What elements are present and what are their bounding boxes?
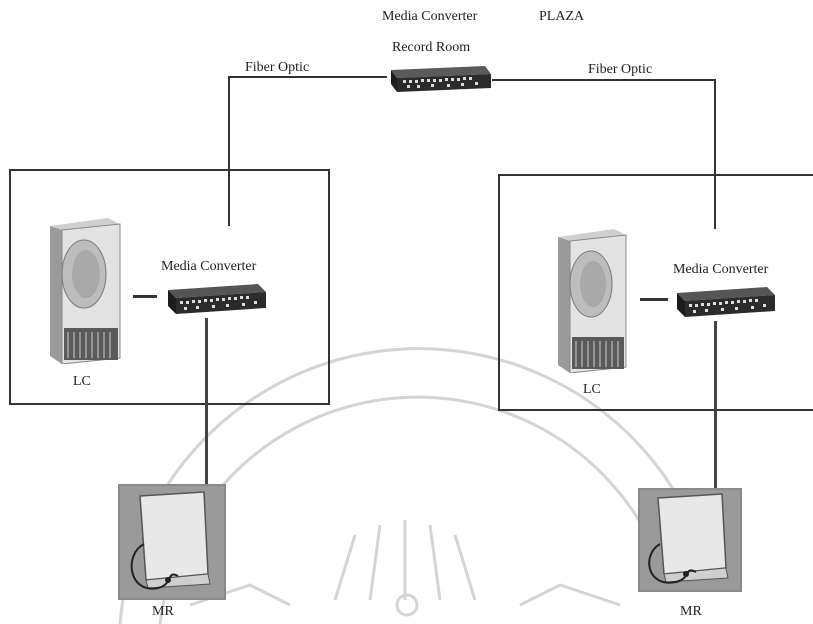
rack-switch-icon (166, 284, 268, 318)
mr-device-photo-icon (118, 484, 226, 600)
left-mr-link (205, 318, 208, 487)
right-lc-label: LC (583, 382, 601, 398)
cabinet-server-icon (556, 229, 628, 373)
rack-switch-icon (675, 287, 777, 321)
left-media-converter (166, 284, 268, 318)
mr-device-photo-icon (638, 488, 742, 592)
right-mr-device (638, 488, 742, 592)
left-mr-device (118, 484, 226, 600)
rack-switch-icon (387, 64, 492, 94)
right-lc-cabinet (556, 229, 628, 373)
top-media-converter-label: Media Converter (382, 9, 477, 25)
right-fiber-optic-label: Fiber Optic (588, 62, 652, 78)
left-lc-cabinet (48, 218, 122, 364)
record-room-media-converter (387, 64, 492, 94)
right-mr-label: MR (680, 604, 702, 620)
plaza-label: PLAZA (539, 9, 584, 25)
record-room-label: Record Room (392, 40, 470, 56)
left-fiber-optic-label: Fiber Optic (245, 60, 309, 76)
right-media-converter (675, 287, 777, 321)
right-lc-link (640, 298, 668, 301)
right-mr-link (714, 321, 717, 490)
cabinet-server-icon (48, 218, 122, 364)
left-mr-label: MR (152, 604, 174, 620)
left-lc-link (133, 295, 157, 298)
left-media-converter-label: Media Converter (161, 259, 256, 275)
left-fiber-top-line (229, 76, 387, 78)
right-fiber-top-line (492, 79, 715, 81)
right-media-converter-label: Media Converter (673, 262, 768, 278)
left-lc-label: LC (73, 374, 91, 390)
